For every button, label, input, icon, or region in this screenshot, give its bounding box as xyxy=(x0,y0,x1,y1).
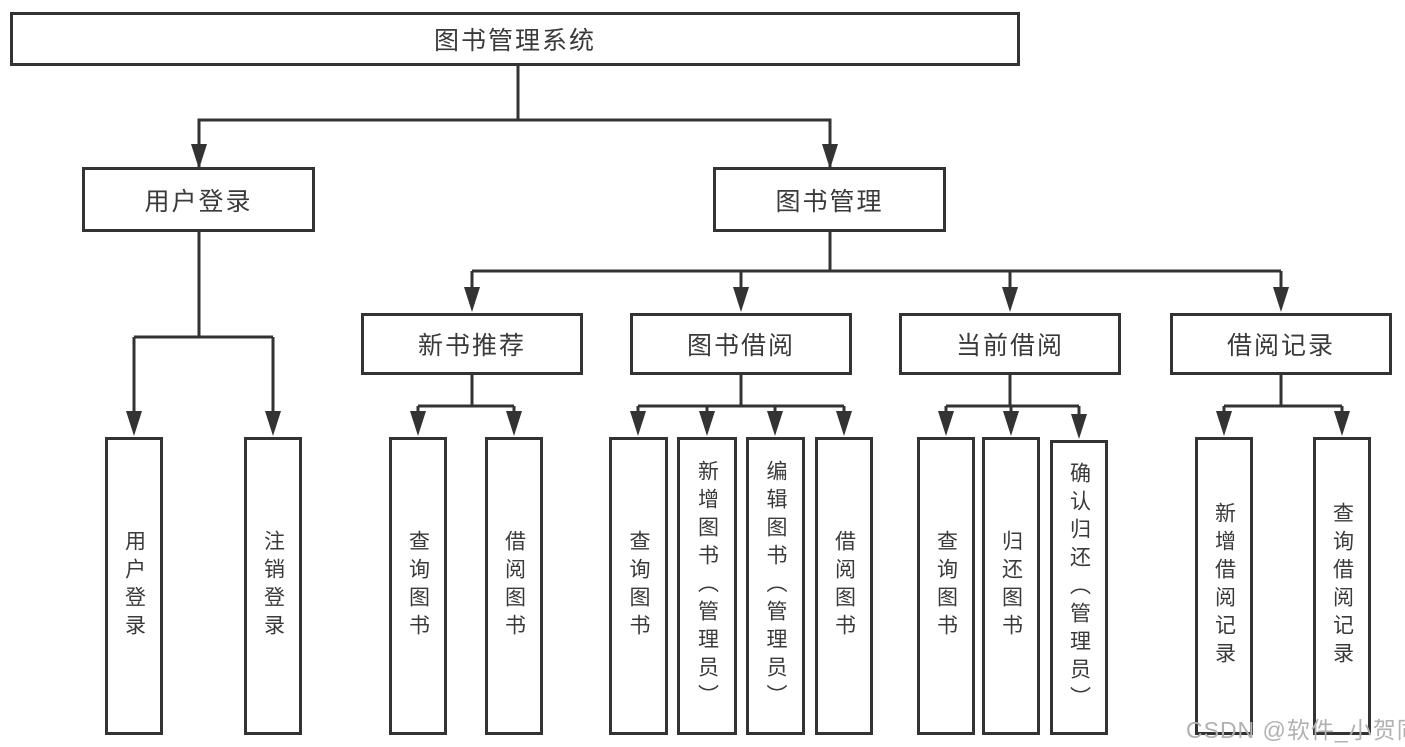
node-label: 新增借阅记录 xyxy=(1212,502,1236,670)
node-label: 查询图书 xyxy=(406,530,430,642)
node-label: 借阅图书 xyxy=(502,530,526,642)
node-label: 当前借阅 xyxy=(955,332,1064,360)
node-book-borrowing: 图书借阅 xyxy=(630,313,852,375)
node-library-management-system: 图书管理系统 xyxy=(10,12,1020,66)
node-label: 借阅记录 xyxy=(1226,332,1335,360)
node-current-borrowing: 当前借阅 xyxy=(899,313,1121,375)
node-user-login: 用户登录 xyxy=(82,167,315,232)
node-label: 图书管理 xyxy=(775,187,884,216)
leaf-user-login: 用户登录 xyxy=(105,437,163,735)
node-label: 用户登录 xyxy=(122,530,146,642)
leaf-confirm-return-admin: 确认归还（管理员） xyxy=(1050,440,1108,735)
node-label: 查询借阅记录 xyxy=(1330,502,1354,670)
leaf-logout: 注销登录 xyxy=(244,437,302,735)
arrowheads xyxy=(126,144,1350,439)
node-label: 新增图书（管理员） xyxy=(695,460,719,712)
node-label: 借阅图书 xyxy=(832,530,856,642)
node-borrowing-records: 借阅记录 xyxy=(1170,313,1392,375)
node-label: 查询图书 xyxy=(934,530,958,642)
node-label: 归还图书 xyxy=(999,530,1023,642)
leaf-add-borrow-record: 新增借阅记录 xyxy=(1195,437,1253,735)
node-label: 注销登录 xyxy=(261,530,285,642)
leaf-borrow-book-recommend: 借阅图书 xyxy=(485,437,543,735)
leaf-borrow-book: 借阅图书 xyxy=(815,437,873,735)
node-new-book-recommend: 新书推荐 xyxy=(361,313,583,375)
node-label: 编辑图书（管理员） xyxy=(764,460,788,712)
node-label: 查询图书 xyxy=(627,530,651,642)
node-label: 用户登录 xyxy=(144,187,253,216)
node-label: 图书管理系统 xyxy=(433,27,596,55)
leaf-edit-book-admin: 编辑图书（管理员） xyxy=(746,437,805,735)
node-label: 新书推荐 xyxy=(417,332,526,360)
leaf-query-book-borrow: 查询图书 xyxy=(609,437,668,735)
leaf-query-book-current: 查询图书 xyxy=(917,437,975,735)
node-label: 确认归还（管理员） xyxy=(1067,461,1091,714)
csdn-watermark: CSDN @软件_小贺同学 xyxy=(1186,717,1405,743)
leaf-query-book-recommend: 查询图书 xyxy=(389,437,447,735)
leaf-add-book-admin: 新增图书（管理员） xyxy=(677,437,737,735)
leaf-return-book: 归还图书 xyxy=(982,437,1040,735)
node-book-management: 图书管理 xyxy=(713,167,946,232)
leaf-query-borrow-record: 查询借阅记录 xyxy=(1313,437,1371,735)
node-label: 图书借阅 xyxy=(686,332,795,360)
